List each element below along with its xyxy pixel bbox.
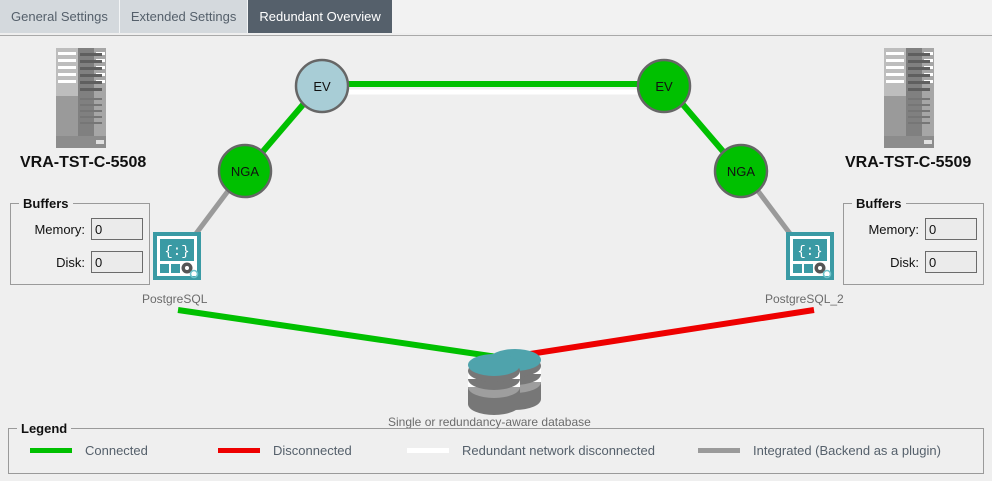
postgres-label-left: PostgreSQL <box>142 292 208 306</box>
host-label-left: VRA-TST-C-5508 <box>20 154 147 171</box>
host-label-right: VRA-TST-C-5509 <box>845 154 972 171</box>
legend-label: Connected <box>85 443 148 458</box>
link-ev-right-nga-right <box>676 98 730 158</box>
legend-swatch-connected <box>30 448 72 453</box>
disk-field-row-right: Disk: <box>852 251 977 273</box>
shared-database-label: Single or redundancy-aware database <box>388 415 591 429</box>
svg-text:EV: EV <box>655 79 673 94</box>
node-nga-right[interactable]: NGA <box>713 143 769 199</box>
postgres-label-right: PostgreSQL_2 <box>765 292 844 306</box>
link-postgres-right-shared-db <box>503 307 815 361</box>
tab-label: Redundant Overview <box>259 9 381 24</box>
legend-label: Integrated (Backend as a plugin) <box>753 443 941 458</box>
legend-swatch-disconnected <box>218 448 260 453</box>
tab-bar-filler <box>391 0 992 33</box>
server-icon-right <box>884 48 934 148</box>
buffers-group-left: Buffers Memory: Disk: <box>10 196 150 285</box>
tab-extended-settings[interactable]: Extended Settings <box>119 0 249 33</box>
shared-database-icon[interactable] <box>468 349 541 415</box>
legend-swatch-integrated <box>698 448 740 453</box>
server-icon-left <box>56 48 106 148</box>
legend-item-disconnected: Disconnected <box>218 443 352 458</box>
legend-item-connected: Connected <box>30 443 148 458</box>
legend-title: Legend <box>17 421 72 436</box>
postgres-icon-left[interactable]: {:} <box>153 232 201 280</box>
topology-diagram: {:} {:} <box>56 48 934 415</box>
memory-field-row-right: Memory: <box>852 218 977 240</box>
tab-label: Extended Settings <box>130 9 237 24</box>
svg-text:NGA: NGA <box>727 164 756 179</box>
node-ev-right[interactable]: EV <box>636 58 692 114</box>
node-nga-left[interactable]: NGA <box>217 143 273 199</box>
legend-label: Disconnected <box>273 443 352 458</box>
memory-label: Memory: <box>868 221 919 237</box>
buffers-group-title: Buffers <box>19 196 73 211</box>
buffers-group-right: Buffers Memory: Disk: <box>843 196 984 285</box>
svg-text:{:}: {:} <box>164 244 189 260</box>
disk-label: Disk: <box>56 254 85 270</box>
memory-field-row-left: Memory: <box>19 218 143 240</box>
legend-item-integrated: Integrated (Backend as a plugin) <box>698 443 941 458</box>
legend-group: Legend Connected Disconnected Redundant … <box>8 421 984 474</box>
svg-text:EV: EV <box>313 79 331 94</box>
postgres-icon-right[interactable]: {:} <box>786 232 834 280</box>
memory-label: Memory: <box>34 221 85 237</box>
node-ev-left[interactable]: EV <box>294 58 350 114</box>
legend-item-redundant-disconnected: Redundant network disconnected <box>407 443 655 458</box>
memory-input-left[interactable] <box>91 218 143 240</box>
disk-input-left[interactable] <box>91 251 143 273</box>
legend-swatch-redundant-disconnected <box>407 448 449 453</box>
topology-canvas: {:} {:} <box>0 35 992 481</box>
tab-label: General Settings <box>11 9 108 24</box>
disk-field-row-left: Disk: <box>19 251 143 273</box>
disk-label: Disk: <box>890 254 919 270</box>
tab-redundant-overview[interactable]: Redundant Overview <box>248 0 392 33</box>
buffers-group-title: Buffers <box>852 196 906 211</box>
memory-input-right[interactable] <box>925 218 977 240</box>
link-postgres-left-shared-db <box>177 307 505 361</box>
svg-text:NGA: NGA <box>231 164 260 179</box>
tab-bar: General Settings Extended Settings Redun… <box>0 0 992 35</box>
svg-text:{:}: {:} <box>797 244 822 260</box>
disk-input-right[interactable] <box>925 251 977 273</box>
tab-general-settings[interactable]: General Settings <box>0 0 120 33</box>
link-ev-left-nga-left <box>256 98 310 158</box>
legend-label: Redundant network disconnected <box>462 443 655 458</box>
